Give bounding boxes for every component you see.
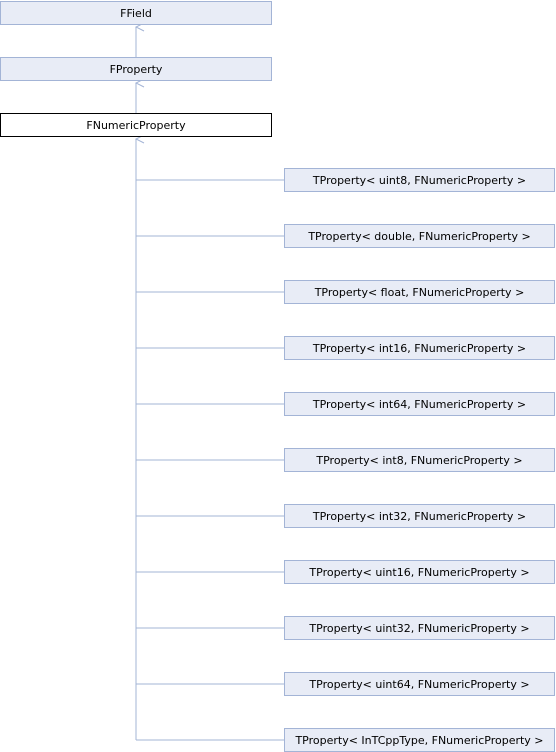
class-node-derived-10[interactable]: TProperty< InTCppType, FNumericProperty … (284, 728, 555, 752)
class-node-derived-3[interactable]: TProperty< int16, FNumericProperty > (284, 336, 555, 360)
class-node-derived-1[interactable]: TProperty< double, FNumericProperty > (284, 224, 555, 248)
class-node-fnumericproperty: FNumericProperty (0, 113, 272, 137)
class-node-derived-8[interactable]: TProperty< uint32, FNumericProperty > (284, 616, 555, 640)
class-node-derived-0[interactable]: TProperty< uint8, FNumericProperty > (284, 168, 555, 192)
class-node-fproperty[interactable]: FProperty (0, 57, 272, 81)
class-node-derived-2[interactable]: TProperty< float, FNumericProperty > (284, 280, 555, 304)
class-node-derived-5[interactable]: TProperty< int8, FNumericProperty > (284, 448, 555, 472)
class-node-derived-9[interactable]: TProperty< uint64, FNumericProperty > (284, 672, 555, 696)
class-node-derived-6[interactable]: TProperty< int32, FNumericProperty > (284, 504, 555, 528)
class-node-derived-7[interactable]: TProperty< uint16, FNumericProperty > (284, 560, 555, 584)
class-node-derived-4[interactable]: TProperty< int64, FNumericProperty > (284, 392, 555, 416)
class-node-ffield[interactable]: FField (0, 1, 272, 25)
